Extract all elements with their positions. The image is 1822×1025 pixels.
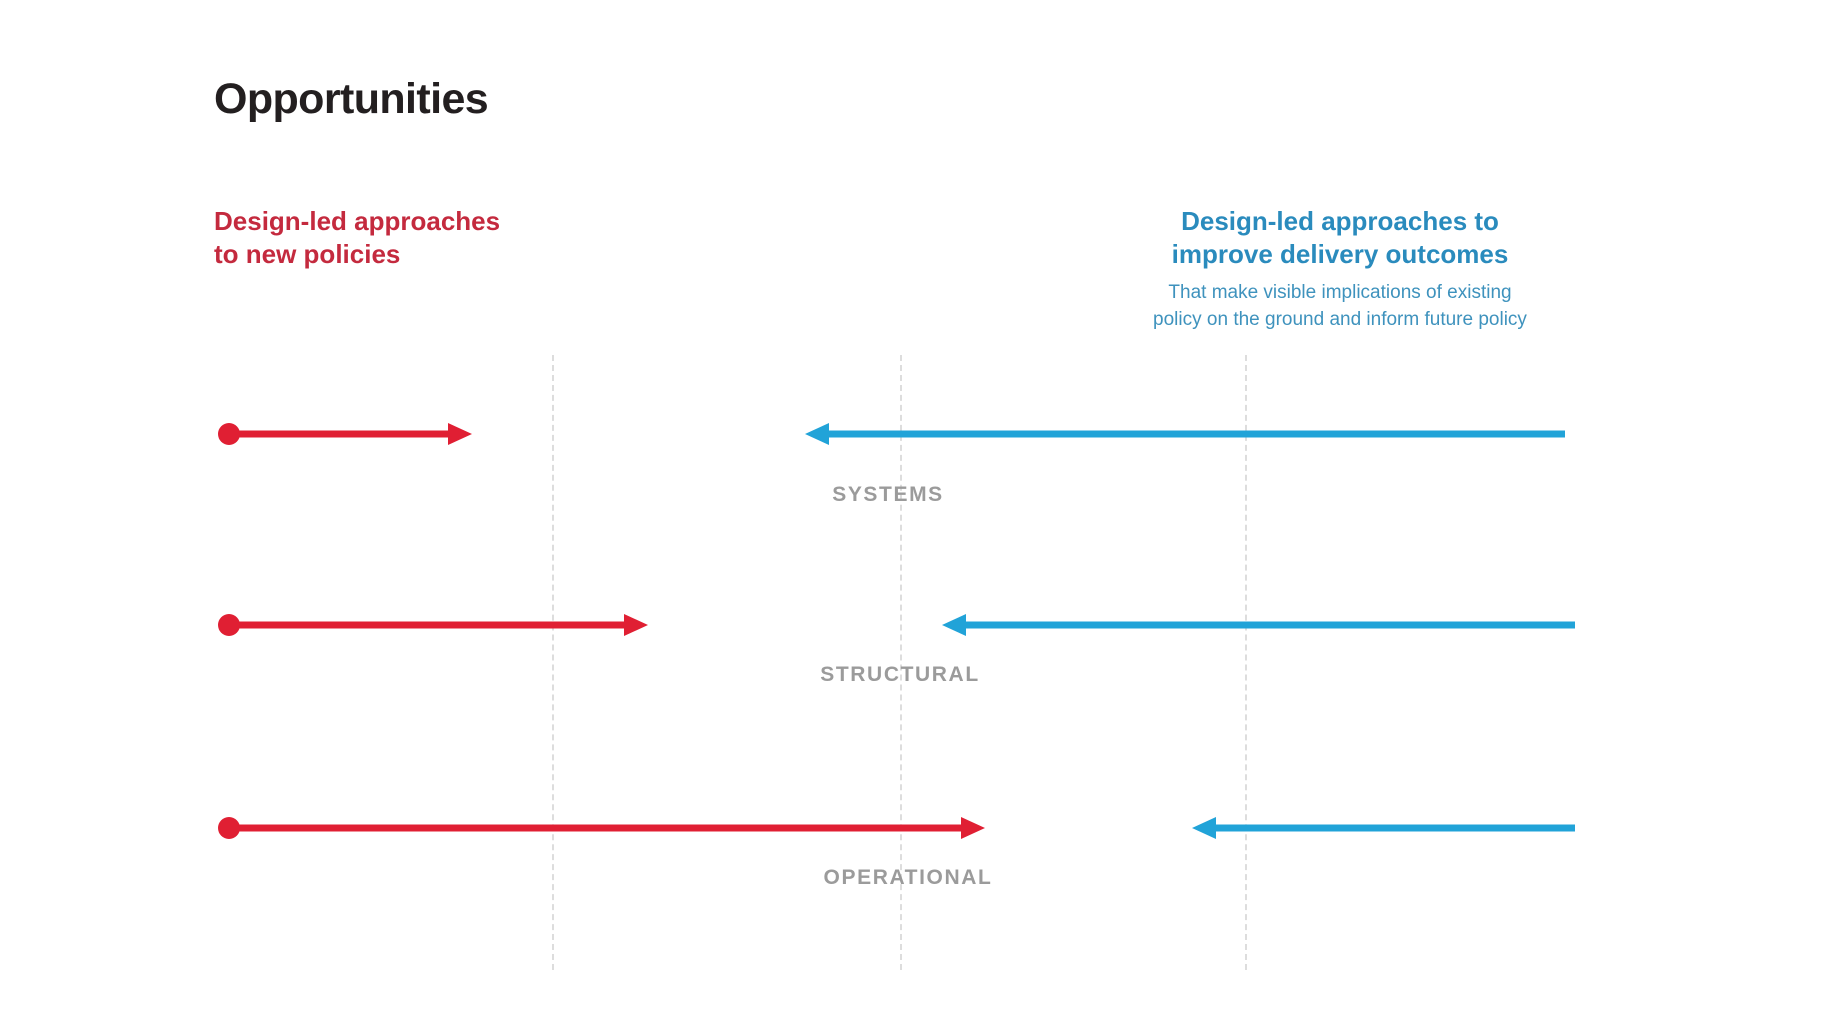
blue-arrow-structural xyxy=(942,614,1575,636)
red-arrowhead-operational xyxy=(961,817,985,839)
blue-arrow-systems xyxy=(805,423,1565,445)
right-column-subheading-line1: That make visible implications of existi… xyxy=(1168,282,1512,304)
left-column-heading: Design-led approaches to new policies xyxy=(214,205,634,271)
right-column-subheading: That make visible implications of existi… xyxy=(1080,280,1600,334)
red-arrow-systems xyxy=(218,423,472,445)
right-column-heading-line1: Design-led approaches to xyxy=(1181,206,1499,236)
red-arrow-start-dot-operational xyxy=(218,817,240,839)
grid-line-1 xyxy=(552,355,554,970)
row-label-operational: OPERATIONAL xyxy=(823,866,993,889)
left-column-heading-line2: to new policies xyxy=(214,239,401,270)
right-column-heading-block: Design-led approaches to improve deliver… xyxy=(1080,205,1600,334)
blue-arrowhead-systems xyxy=(805,423,829,445)
blue-arrow-operational xyxy=(1192,817,1575,839)
red-arrow-operational xyxy=(218,817,985,839)
left-column-heading-line1: Design-led approaches xyxy=(214,206,501,236)
right-column-subheading-line2: policy on the ground and inform future p… xyxy=(1153,309,1527,330)
page-title: Opportunities xyxy=(214,75,489,123)
red-arrowhead-systems xyxy=(448,423,472,445)
blue-arrowhead-structural xyxy=(942,614,966,636)
right-column-heading-line2: improve delivery outcomes xyxy=(1171,239,1509,270)
red-arrowhead-structural xyxy=(624,614,648,636)
red-arrow-start-dot-structural xyxy=(218,614,240,636)
right-column-heading: Design-led approaches to improve deliver… xyxy=(1080,205,1600,271)
grid-line-3 xyxy=(1245,355,1247,970)
row-label-systems: SYSTEMS xyxy=(832,483,944,506)
blue-arrowhead-operational xyxy=(1192,817,1216,839)
red-arrow-structural xyxy=(218,614,648,636)
red-arrow-start-dot-systems xyxy=(218,423,240,445)
row-label-structural: STRUCTURAL xyxy=(820,663,980,686)
grid-line-2 xyxy=(900,355,902,970)
